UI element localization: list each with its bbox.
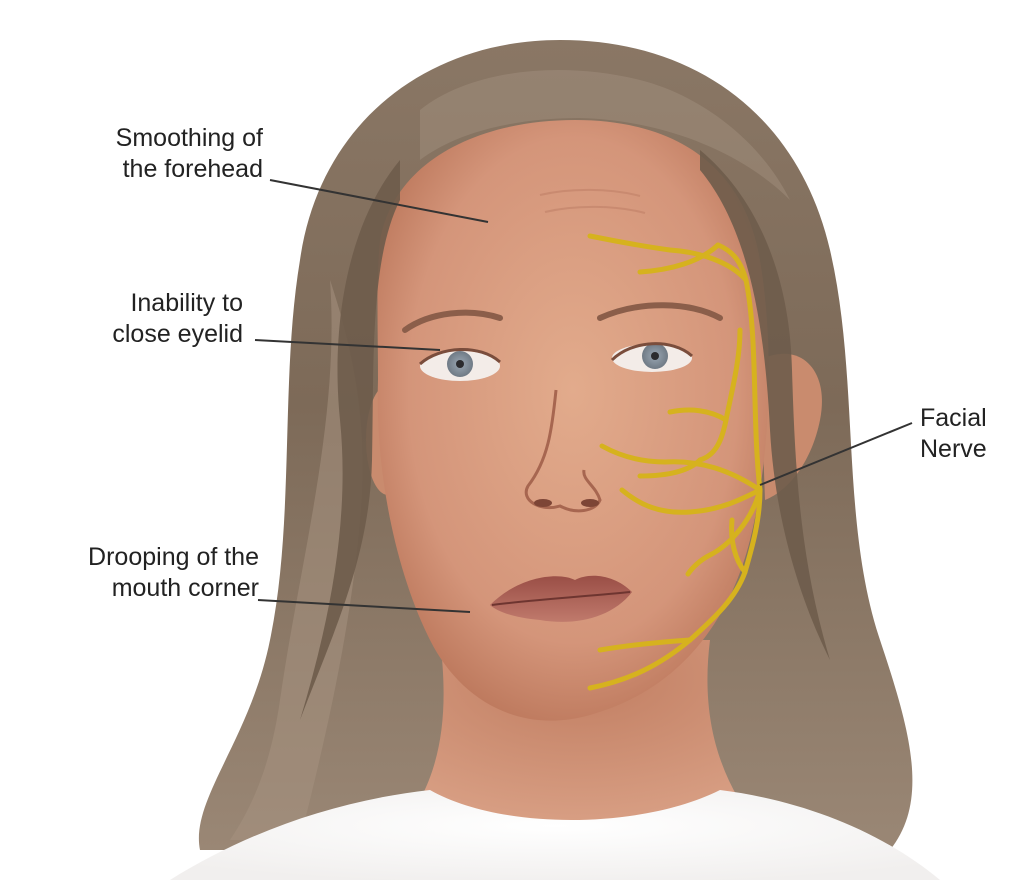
label-eyelid-line1: Inability to [112, 288, 243, 319]
label-facial-nerve: Facial Nerve [920, 403, 987, 465]
label-forehead-line2: the forehead [116, 154, 263, 185]
label-forehead-line1: Smoothing of [116, 123, 263, 154]
nostril-left [534, 499, 552, 507]
label-smoothing-of-forehead: Smoothing of the forehead [116, 123, 263, 185]
label-eyelid-line2: close eyelid [112, 319, 243, 350]
label-nerve-line2: Nerve [920, 434, 987, 465]
label-inability-to-close-eyelid: Inability to close eyelid [112, 288, 243, 350]
label-mouth-line1: Drooping of the [88, 542, 259, 573]
label-mouth-line2: mouth corner [88, 573, 259, 604]
right-eye-pupil [651, 352, 659, 360]
nostril-right [581, 499, 599, 507]
label-nerve-line1: Facial [920, 403, 987, 434]
left-eye-pupil [456, 360, 464, 368]
label-drooping-mouth-corner: Drooping of the mouth corner [88, 542, 259, 604]
